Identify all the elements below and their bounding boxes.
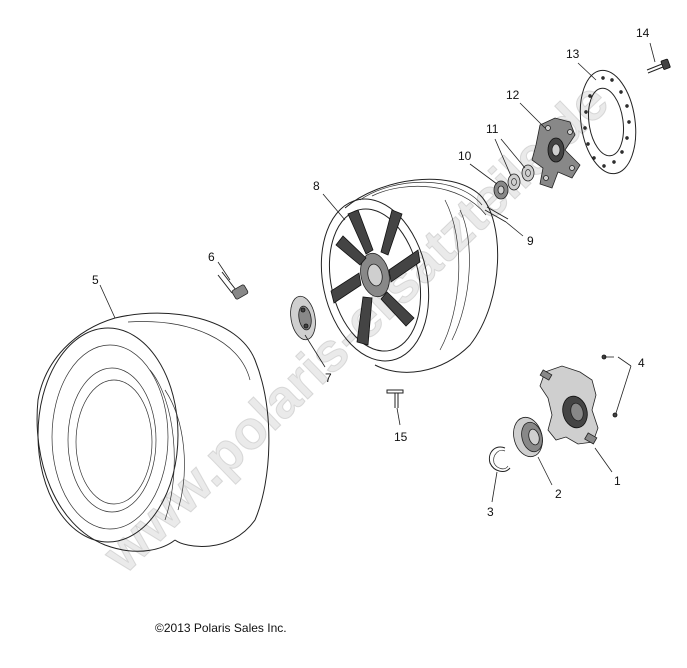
callout-15: 15	[394, 430, 408, 444]
tire[interactable]	[36, 312, 270, 552]
callout-5: 5	[92, 273, 99, 287]
callout-11: 11	[486, 122, 499, 136]
screw[interactable]	[646, 58, 671, 74]
knuckle[interactable]	[539, 365, 599, 445]
callout-6: 6	[208, 250, 215, 264]
nut[interactable]	[493, 180, 509, 200]
copyright-text: ©2013 Polaris Sales Inc.	[155, 621, 287, 635]
valve-stem[interactable]	[217, 271, 249, 300]
callout-2: 2	[555, 487, 562, 501]
callout-14: 14	[636, 26, 650, 40]
callout-7: 7	[325, 371, 332, 385]
hub[interactable]	[531, 117, 581, 189]
callout-9: 9	[527, 234, 534, 248]
center-cap[interactable]	[287, 294, 318, 341]
washers[interactable]	[507, 164, 535, 191]
bolt[interactable]	[386, 389, 404, 408]
callout-8: 8	[313, 179, 320, 193]
snap-ring[interactable]	[488, 446, 511, 472]
callout-10: 10	[458, 149, 472, 163]
brake-disc[interactable]	[574, 67, 642, 178]
bearing[interactable]	[509, 414, 546, 460]
small-screws[interactable]	[601, 354, 618, 418]
callout-13: 13	[566, 47, 580, 61]
wheel[interactable]	[307, 178, 499, 373]
callout-labels: 1 2 3 4 5 6 7 8 9 10 11 12 13 14 15	[92, 26, 650, 519]
pin[interactable]	[484, 206, 509, 223]
leader-lines	[99, 42, 656, 503]
callout-4: 4	[638, 356, 645, 370]
callout-3: 3	[487, 505, 494, 519]
callout-12: 12	[506, 88, 520, 102]
callout-1: 1	[614, 474, 621, 488]
